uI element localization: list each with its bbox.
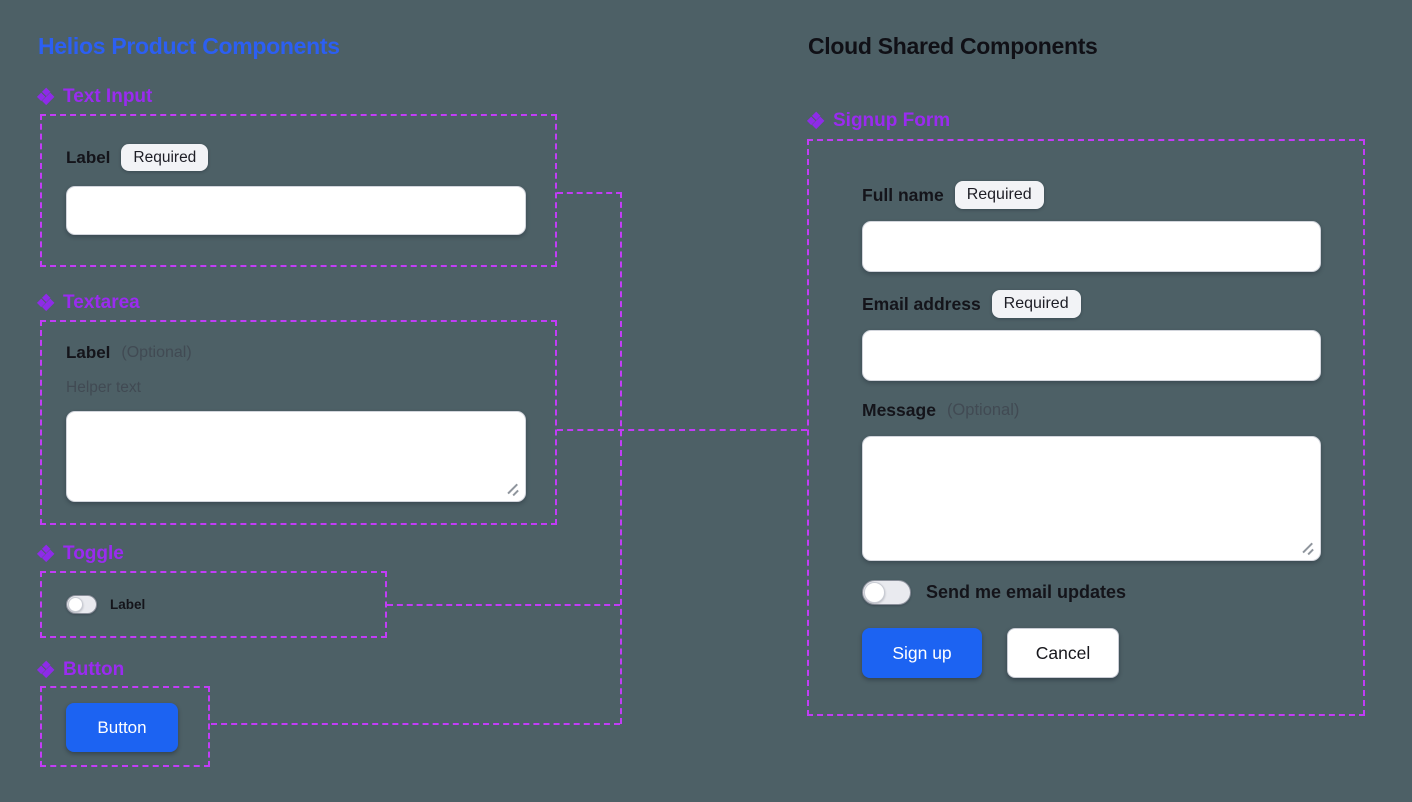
email-label-row: Email address Required (862, 290, 1081, 318)
field-label: Full name (862, 184, 944, 205)
component-icon (36, 544, 56, 564)
field-label: Message (862, 400, 936, 420)
section-header-text-input: Text Input (36, 86, 153, 108)
component-frame-signup-form (807, 139, 1365, 716)
message-textarea[interactable] (862, 436, 1321, 561)
component-icon (36, 293, 56, 313)
left-column-title: Helios Product Components (38, 33, 340, 59)
optional-hint: (Optional) (946, 401, 1020, 419)
section-header-label: Signup Form (833, 110, 951, 131)
section-header-label: Button (63, 659, 125, 680)
message-label-row: Message (Optional) (862, 400, 1019, 421)
component-icon (806, 111, 826, 131)
section-header-toggle: Toggle (36, 543, 124, 565)
component-frame-text-input (40, 114, 557, 267)
section-header-signup-form: Signup Form (806, 110, 951, 132)
section-header-label: Toggle (63, 543, 124, 564)
textarea-label-row: Label (Optional) (66, 343, 192, 363)
optional-hint: (Optional) (121, 344, 192, 361)
helper-text: Helper text (66, 379, 141, 396)
section-header-button: Button (36, 659, 125, 681)
sign-up-button[interactable]: Sign up (862, 628, 982, 678)
full-name-label-row: Full name Required (862, 181, 1044, 209)
email-updates-row: Send me email updates (862, 580, 1126, 605)
right-column-title: Cloud Shared Components (808, 33, 1098, 59)
section-header-textarea: Textarea (36, 292, 140, 314)
connector-line (557, 192, 622, 194)
text-input-label-row: Label Required (66, 144, 209, 172)
component-frame-button (40, 686, 210, 767)
field-label: Label (66, 343, 111, 362)
component-icon (36, 660, 56, 680)
sample-button[interactable]: Button (66, 703, 178, 752)
email-input[interactable] (862, 330, 1321, 381)
required-badge: Required (954, 181, 1044, 209)
text-input-field[interactable] (66, 186, 526, 235)
full-name-input[interactable] (862, 221, 1321, 272)
field-label: Label (66, 147, 111, 167)
connector-line (620, 192, 622, 724)
section-header-label: Text Input (63, 86, 153, 107)
connector-line (557, 429, 807, 431)
toggle-row: Label (66, 595, 145, 614)
email-updates-toggle[interactable] (862, 580, 911, 605)
component-icon (36, 87, 56, 107)
field-label: Email address (862, 293, 981, 314)
cancel-button[interactable]: Cancel (1007, 628, 1119, 678)
toggle-knob (68, 597, 83, 612)
toggle-knob (864, 582, 885, 603)
component-frame-toggle (40, 571, 387, 638)
toggle-switch[interactable] (66, 595, 97, 614)
textarea-field-wrap (66, 411, 526, 502)
section-header-label: Textarea (63, 292, 140, 313)
component-frame-textarea (40, 320, 557, 525)
textarea-field[interactable] (66, 411, 526, 502)
connector-line (211, 723, 620, 725)
toggle-label: Label (110, 597, 146, 612)
required-badge: Required (121, 144, 209, 172)
email-updates-label: Send me email updates (926, 582, 1127, 602)
required-badge: Required (991, 290, 1081, 318)
connector-line (387, 604, 620, 606)
message-field-wrap (862, 436, 1321, 561)
